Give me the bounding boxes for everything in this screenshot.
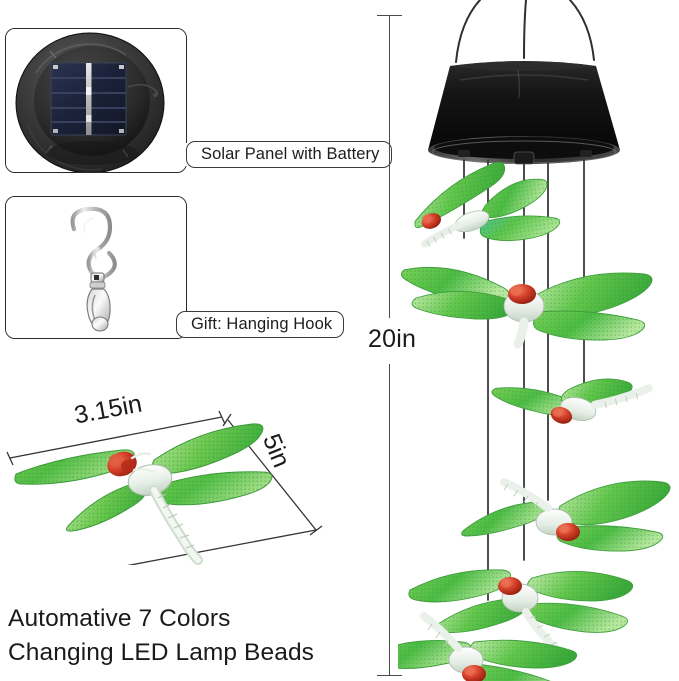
dragonfly-2 [401, 266, 653, 349]
caption-line-1: Automative 7 Colors [8, 605, 231, 632]
height-dimension-label-gap [384, 318, 396, 364]
dragonfly-6 [398, 612, 578, 681]
dragonfly-5 [408, 569, 634, 652]
caption-line-2: Changing LED Lamp Beads [8, 639, 315, 666]
wind-chime-product-illustration [398, 0, 671, 681]
hanging-hook-illustration [6, 197, 186, 338]
solar-panel-callout-box [5, 28, 187, 173]
dragonfly-1 [414, 161, 561, 248]
solar-panel-photo [6, 29, 186, 172]
solar-cap [428, 61, 620, 165]
height-dimension-cap-top [377, 15, 402, 17]
caption-block: Automative 7 Colors Changing LED Lamp Be… [8, 602, 368, 670]
height-dimension-cap-bottom [377, 675, 402, 677]
dragonfly-dimension-diagram [6, 410, 323, 565]
hanging-hook-photo [6, 197, 186, 338]
solar-panel-label: Solar Panel with Battery [186, 141, 392, 168]
height-dimension-label: 20in [368, 325, 417, 353]
solar-panel-illustration [6, 29, 186, 172]
dragonfly-3 [491, 378, 653, 424]
dragonfly-4 [461, 478, 671, 552]
hanging-hook-callout-box [5, 196, 187, 339]
hanging-hook-label: Gift: Hanging Hook [176, 311, 345, 338]
